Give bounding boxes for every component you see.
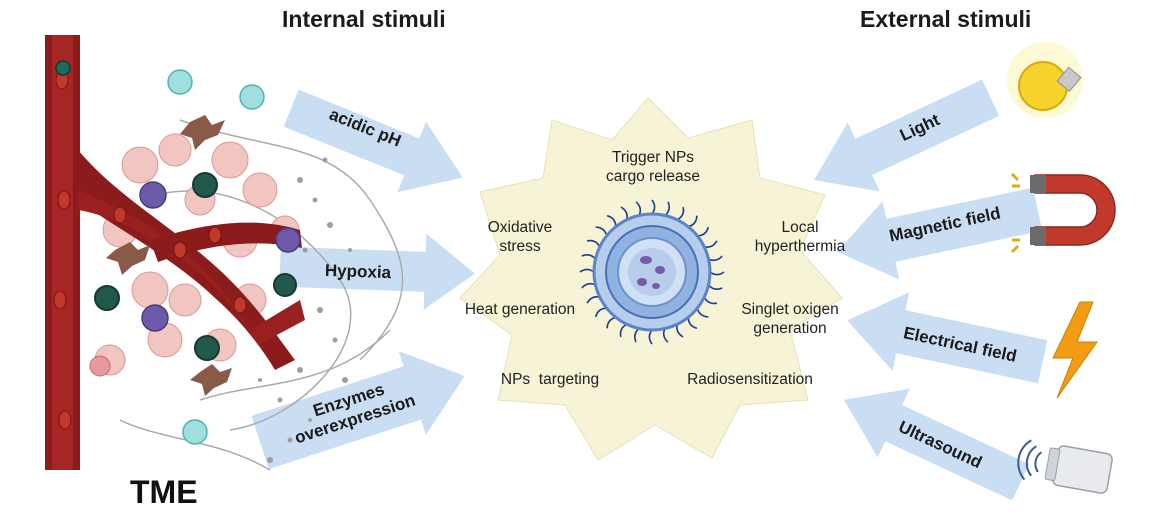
external-stimuli-header: External stimuli (860, 6, 1032, 32)
effect-radiosensitization: Radiosensitization (687, 371, 813, 388)
effect-heat-generation: Heat generation (464, 301, 576, 318)
arrow-enzymes (251, 351, 465, 470)
ultrasound-probe-icon (1017, 439, 1113, 494)
magnet-icon (1010, 172, 1116, 254)
tumor-microenvironment-illustration (45, 35, 404, 471)
internal-stimuli-header: Internal stimuli (282, 6, 446, 32)
effect-nps-targeting: NPs targeting (500, 371, 600, 388)
lightning-icon (1052, 301, 1098, 399)
effect-trigger-cargo-release: Trigger NPs cargo release (606, 149, 700, 185)
effect-local-hyperthermia: Local hyperthermia (754, 219, 846, 255)
arrow-ultrasound (843, 388, 1030, 501)
tme-label: TME (130, 474, 198, 510)
effect-oxidative-stress: Oxidative stress (487, 219, 553, 255)
arrow-light (813, 79, 1000, 192)
arrow-acidic-ph (283, 89, 463, 193)
nanoparticle-icon (579, 199, 725, 345)
arrow-label-hypoxia: Hypoxia (324, 260, 392, 283)
arrow-magnetic (837, 187, 1043, 280)
arrow-hypoxia (279, 233, 475, 310)
effect-singlet-oxygen: Singlet oxigen generation (741, 301, 839, 337)
lightbulb-icon (1007, 42, 1083, 118)
arrow-electrical (847, 292, 1048, 384)
